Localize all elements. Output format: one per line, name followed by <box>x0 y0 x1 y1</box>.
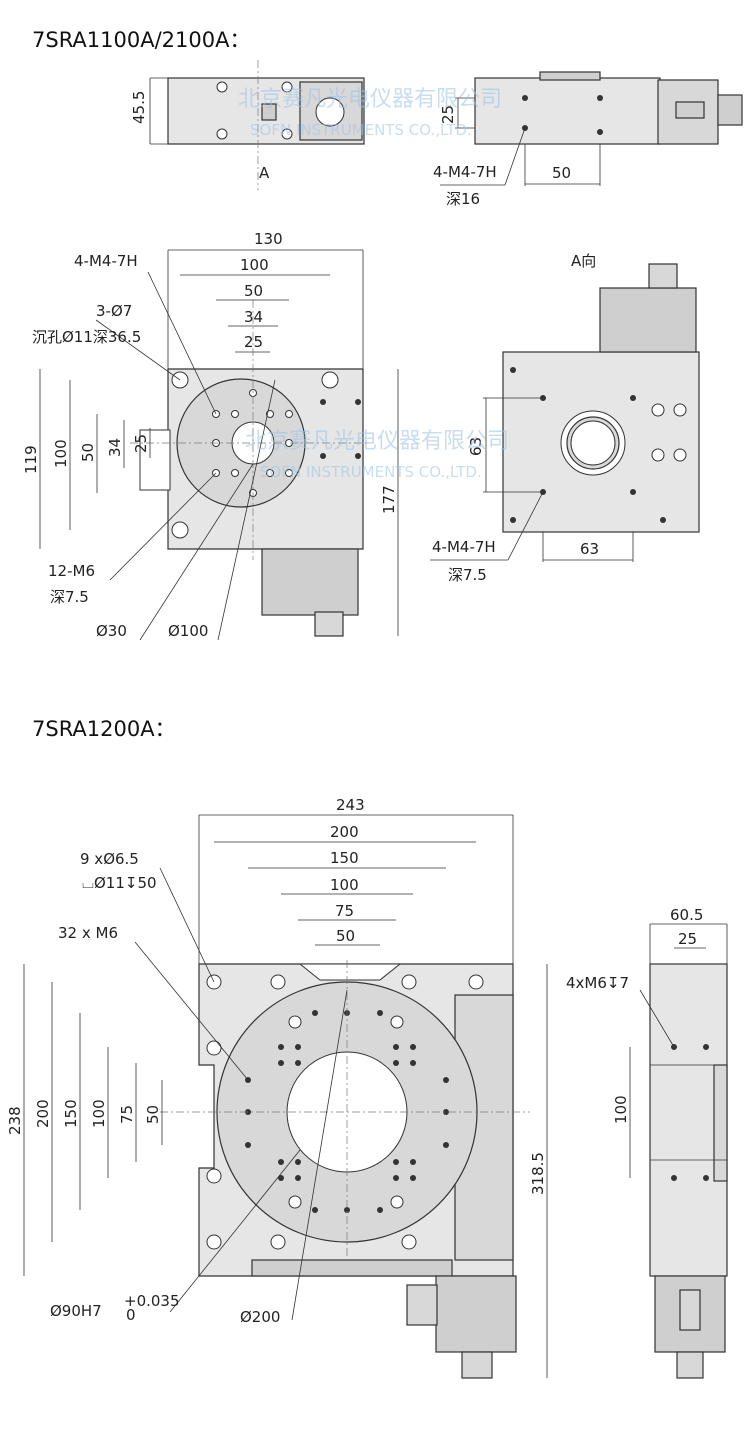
s1-width-25: 25 <box>244 333 263 351</box>
s2-height-75: 75 <box>118 1105 136 1124</box>
s2-side-width-60-5: 60.5 <box>670 906 703 924</box>
s2-dia-label: Ø200 <box>240 1308 280 1326</box>
s1-thread-label: 4-M4-7H <box>74 252 138 270</box>
section1-title: 7SRA1100A/2100A： <box>32 28 251 52</box>
s1-dia-small: Ø30 <box>96 622 127 640</box>
s1-side-view: 25 50 4-M4-7H 深16 <box>433 71 743 208</box>
s1-width-100: 100 <box>240 256 269 274</box>
s1-width-130: 130 <box>254 230 283 248</box>
s2-bore-tol-upper: +0.035 <box>124 1292 180 1310</box>
s2-side-view: 60.5 25 100 4xM6↧7 <box>566 906 728 1379</box>
watermark-en-2: SOFN INSTRUMENTS CO.,LTD. <box>260 463 482 481</box>
s1-a-view-label: A向 <box>571 252 596 270</box>
s1-a-height: 63 <box>467 437 485 456</box>
s2-overall-height: 318.5 <box>529 1152 547 1195</box>
s2-width-200: 200 <box>330 823 359 841</box>
s1-side-thread: 4-M4-7H <box>433 163 497 181</box>
s1-side-height-dim: 25 <box>439 105 457 124</box>
s2-width-100: 100 <box>330 876 359 894</box>
s1-height-34: 34 <box>106 438 124 457</box>
s1-side-thread-depth: 深16 <box>446 190 480 208</box>
s1-height-119: 119 <box>22 445 40 474</box>
s2-hole-pattern <box>206 974 484 1250</box>
s1-overall-height: 177 <box>380 485 398 514</box>
s1-a-thread-depth: 深7.5 <box>448 566 487 584</box>
s1-main-view: 130 100 50 34 25 119 100 50 34 25 177 4-… <box>22 230 399 641</box>
s2-thread-label: 32 x M6 <box>58 924 118 942</box>
s2-width-50: 50 <box>336 927 355 945</box>
s2-side-width-25: 25 <box>678 930 697 948</box>
s1-a-width: 63 <box>580 540 599 558</box>
s2-width-243: 243 <box>336 796 365 814</box>
s1-width-34: 34 <box>244 308 263 326</box>
s2-height-100: 100 <box>90 1099 108 1128</box>
s1-cbore-count: 3-Ø7 <box>96 302 132 320</box>
s1-height-25: 25 <box>132 434 150 453</box>
watermark-cn-1: 北京赛凡光电仪器有限公司 <box>238 87 502 112</box>
s2-bore-tol-lower: 0 <box>126 1306 136 1324</box>
s1-side-width-dim: 50 <box>552 164 571 182</box>
s2-main-view: 243 200 150 100 75 50 238 200 150 100 75… <box>6 796 548 1379</box>
watermark-en-1: SOFN INSTRUMENTS CO.,LTD. <box>250 121 472 139</box>
s1-dia-large: Ø100 <box>168 622 208 640</box>
section2-title: 7SRA1200A： <box>32 717 176 741</box>
s2-bore-label: Ø90H7 <box>50 1302 102 1320</box>
s1-cbore-spec: 沉孔Ø11深36.5 <box>32 328 141 346</box>
s2-height-150: 150 <box>62 1099 80 1128</box>
s2-hole-label: 9 xØ6.5 <box>80 850 139 868</box>
s1-view-marker-a: A <box>259 164 270 182</box>
s1-height-100: 100 <box>52 439 70 468</box>
s1-a-view: A向 63 63 4-M4-7H 深7.5 <box>430 252 700 584</box>
s1-top-height-dim: 45.5 <box>130 91 148 124</box>
s2-side-height: 100 <box>612 1095 630 1124</box>
s2-width-150: 150 <box>330 849 359 867</box>
s1-width-50: 50 <box>244 282 263 300</box>
s2-height-200: 200 <box>34 1099 52 1128</box>
s2-width-75: 75 <box>335 902 354 920</box>
s1-thread2: 12-M6 <box>48 562 95 580</box>
s2-height-50: 50 <box>144 1105 162 1124</box>
s2-hole-cbore: ⌴Ø11↧50 <box>82 874 157 892</box>
s1-top-view: 45.5 A <box>130 60 365 190</box>
s2-height-238: 238 <box>6 1106 24 1135</box>
s1-a-thread: 4-M4-7H <box>432 538 496 556</box>
s1-thread2-depth: 深7.5 <box>50 588 89 606</box>
s2-side-thread: 4xM6↧7 <box>566 974 629 992</box>
watermark-cn-2: 北京赛凡光电仪器有限公司 <box>245 429 509 454</box>
s1-height-50: 50 <box>79 443 97 462</box>
